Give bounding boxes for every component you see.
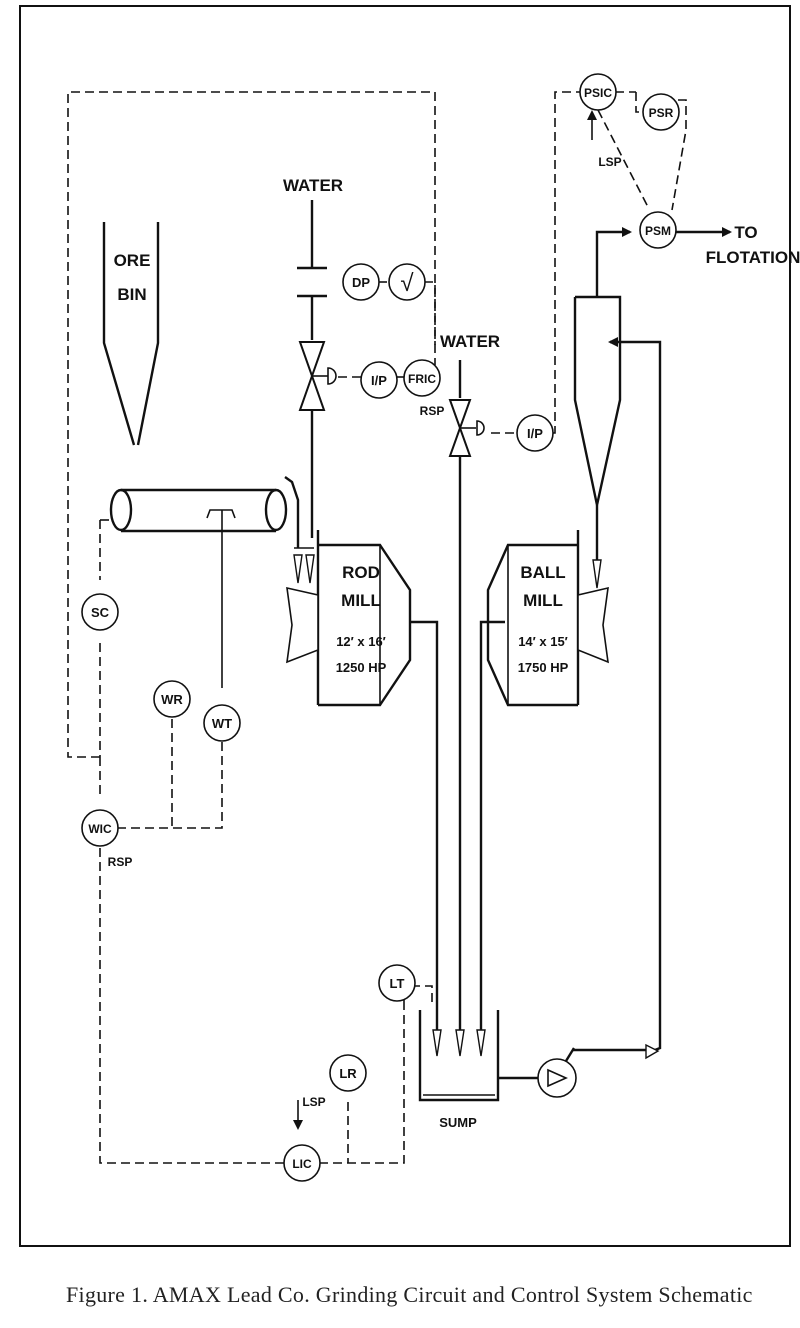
instrument-psm[interactable]: PSM bbox=[639, 211, 677, 249]
svg-text:PSM: PSM bbox=[645, 224, 671, 238]
instrument-psic[interactable]: PSIC LSP bbox=[579, 73, 622, 169]
svg-text:WT: WT bbox=[212, 716, 232, 731]
rod-mill-label-1: ROD bbox=[342, 563, 380, 582]
density-element bbox=[645, 1043, 660, 1060]
rod-mill-size: 12′ x 16′ bbox=[336, 634, 386, 649]
instrument-square-root[interactable]: √ bbox=[388, 263, 426, 301]
instrument-ip-cyclone[interactable]: I/P bbox=[516, 414, 554, 452]
svg-text:LR: LR bbox=[339, 1066, 357, 1081]
ore-bin-label-1: ORE bbox=[114, 251, 151, 270]
dilution-water-control-valve[interactable] bbox=[448, 399, 485, 457]
ore-bin-label-2: BIN bbox=[117, 285, 146, 304]
weigh-belt-conveyor bbox=[109, 488, 288, 688]
rod-mill: ROD MILL 12′ x 16′ 1250 HP bbox=[286, 530, 412, 707]
svg-text:WIC: WIC bbox=[88, 822, 112, 836]
ball-mill-label-1: BALL bbox=[520, 563, 565, 582]
figure-caption: Figure 1. AMAX Lead Co. Grinding Circuit… bbox=[66, 1282, 753, 1307]
flotation-label: FLOTATION bbox=[706, 248, 800, 267]
rod-mill-power: 1250 HP bbox=[336, 660, 387, 675]
diagram-border bbox=[19, 5, 791, 1247]
ball-mill-label-2: MILL bbox=[523, 591, 563, 610]
svg-text:I/P: I/P bbox=[371, 373, 387, 388]
svg-text:PSIC: PSIC bbox=[584, 86, 612, 100]
psic-lsp-label: LSP bbox=[598, 155, 621, 169]
svg-text:DP: DP bbox=[352, 275, 370, 290]
instrument-wr[interactable]: WR bbox=[153, 680, 191, 718]
instrument-lic[interactable]: LIC LSP bbox=[283, 1095, 326, 1182]
lic-lsp-label: LSP bbox=[302, 1095, 325, 1109]
instrument-sc[interactable]: SC bbox=[81, 593, 119, 631]
water-control-valve[interactable] bbox=[298, 341, 337, 411]
instrument-psr[interactable]: PSR bbox=[642, 93, 680, 131]
svg-text:LT: LT bbox=[390, 976, 405, 991]
svg-text:PSR: PSR bbox=[649, 106, 674, 120]
svg-text:FRIC: FRIC bbox=[408, 372, 436, 386]
process-lines bbox=[284, 200, 732, 1080]
water-top-label: WATER bbox=[283, 176, 343, 195]
instrument-ip-water[interactable]: I/P bbox=[360, 361, 398, 399]
ball-mill-power: 1750 HP bbox=[518, 660, 569, 675]
rod-mill-label-2: MILL bbox=[341, 591, 381, 610]
instrument-wic[interactable]: WIC RSP bbox=[81, 809, 133, 869]
svg-text:SC: SC bbox=[91, 605, 110, 620]
ball-mill-size: 14′ x 15′ bbox=[518, 634, 568, 649]
instrument-fric[interactable]: FRIC RSP bbox=[403, 359, 445, 418]
ball-mill: BALL MILL 14′ x 15′ 1750 HP bbox=[486, 530, 609, 707]
wic-rsp-label: RSP bbox=[108, 855, 133, 869]
svg-text:LIC: LIC bbox=[292, 1157, 312, 1171]
ore-bin: ORE BIN bbox=[102, 222, 160, 446]
fric-rsp-label: RSP bbox=[420, 404, 445, 418]
to-label: TO bbox=[734, 223, 757, 242]
water-mid-label: WATER bbox=[440, 332, 500, 351]
sump-tank: SUMP bbox=[418, 1010, 500, 1130]
instrument-lt[interactable]: LT bbox=[378, 964, 416, 1002]
instrument-lr[interactable]: LR bbox=[329, 1054, 367, 1092]
cyclone bbox=[573, 295, 622, 506]
instrument-wt[interactable]: WT bbox=[203, 704, 241, 742]
svg-text:WR: WR bbox=[161, 692, 183, 707]
flow-orifice bbox=[297, 266, 327, 298]
instrument-dp[interactable]: DP bbox=[342, 263, 380, 301]
cyclone-feed-pump bbox=[537, 1047, 577, 1098]
sump-label: SUMP bbox=[439, 1115, 477, 1130]
svg-text:√: √ bbox=[400, 270, 414, 297]
svg-text:I/P: I/P bbox=[527, 426, 543, 441]
